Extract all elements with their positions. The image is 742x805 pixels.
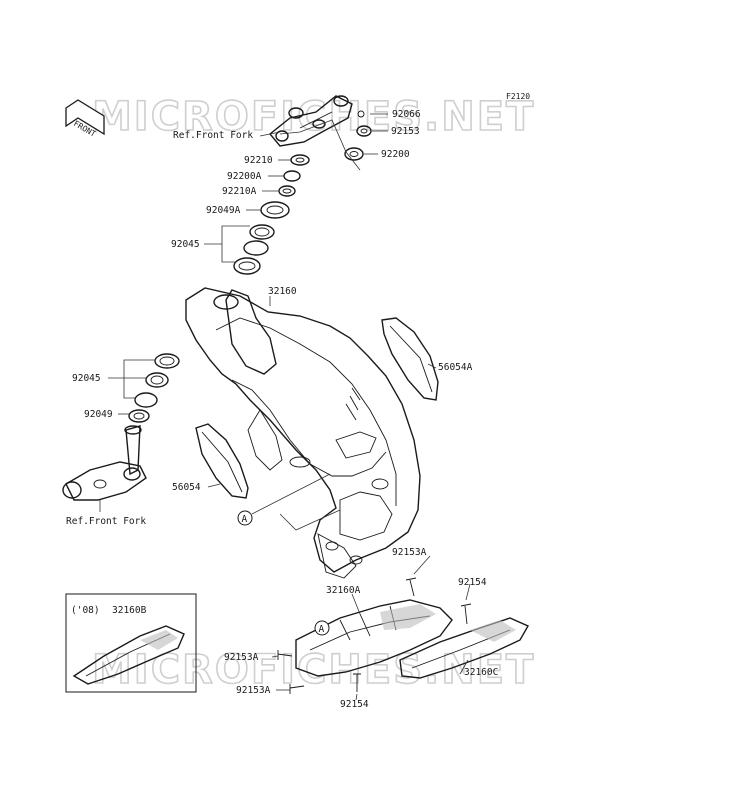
- ref-front-fork-bottom: Ref.Front Fork: [66, 516, 146, 527]
- label-32160C: 32160C: [464, 667, 498, 678]
- leader-lines: [99, 113, 471, 701]
- lower-bearing-stack: [128, 353, 180, 423]
- top-small-parts: [344, 110, 372, 161]
- label-92153: 92153: [391, 126, 420, 137]
- part-labels: Ref.Front Fork 92066 92153 92200 92210 9…: [66, 109, 498, 710]
- label-92210: 92210: [244, 155, 273, 166]
- label-92066: 92066: [392, 109, 421, 120]
- label-32160A: 32160A: [326, 585, 361, 596]
- label-92200: 92200: [381, 149, 410, 160]
- lower-stem-bracket: [62, 425, 147, 501]
- callout-a-frame: A: [237, 473, 341, 531]
- label-92210A: 92210A: [222, 186, 257, 197]
- callout-a-subframe-label: A: [319, 624, 325, 635]
- bolts: [277, 577, 472, 694]
- subframe-32160A: [295, 599, 453, 677]
- steering-stack: [233, 154, 310, 275]
- subframe-32160C: [399, 617, 529, 679]
- inset-year: ('08): [71, 605, 100, 616]
- label-56054: 56054: [172, 482, 201, 493]
- callout-a-frame-label: A: [242, 514, 248, 525]
- watermark-top: MICROFICHES.NET: [92, 94, 535, 140]
- inset-box: [65, 593, 197, 693]
- label-92153A-left1: 92153A: [224, 652, 259, 663]
- ref-front-fork-top: Ref.Front Fork: [173, 130, 253, 141]
- pad-56054A: [381, 317, 439, 401]
- label-92200A: 92200A: [227, 171, 262, 182]
- label-56054A: 56054A: [438, 362, 473, 373]
- label-92045-top: 92045: [171, 239, 200, 250]
- label-92045-mid: 92045: [72, 373, 101, 384]
- callout-a-subframe: A: [314, 620, 330, 636]
- label-32160B: 32160B: [112, 605, 147, 616]
- label-92049A: 92049A: [206, 205, 241, 216]
- label-32160: 32160: [268, 286, 297, 297]
- pad-56054: [195, 423, 249, 499]
- label-92154-top: 92154: [458, 577, 487, 588]
- main-frame: [185, 287, 421, 579]
- label-92153A-left2: 92153A: [236, 685, 271, 696]
- upper-bracket: [269, 95, 353, 147]
- label-92049: 92049: [84, 409, 113, 420]
- label-92153A-top: 92153A: [392, 547, 427, 558]
- diagram-code: F2120: [506, 92, 530, 101]
- label-92154-bottom: 92154: [340, 699, 369, 710]
